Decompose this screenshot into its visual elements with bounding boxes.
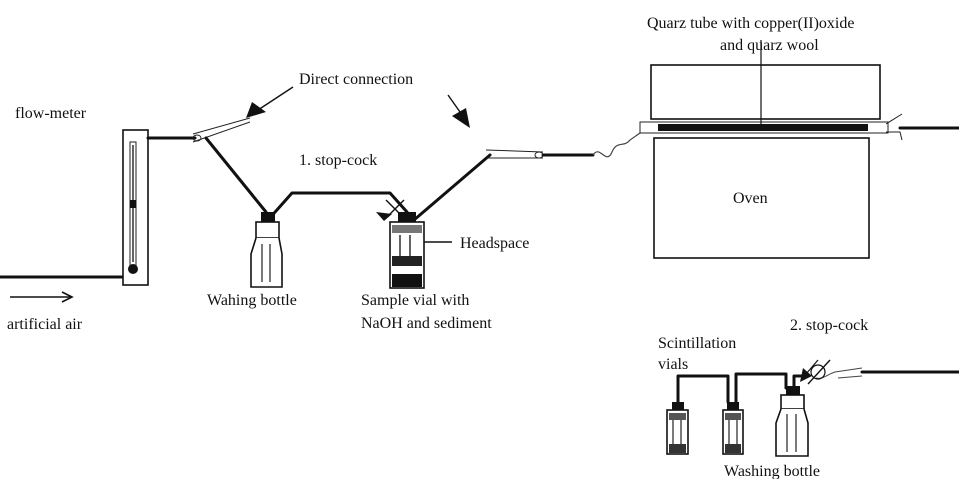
direct-connection-left xyxy=(192,117,251,143)
scintillation-vial-2 xyxy=(722,402,744,455)
oven-label: Oven xyxy=(733,190,768,207)
washing-bottle-2-label: Washing bottle xyxy=(724,463,820,479)
flow-meter-label: flow-meter xyxy=(15,105,87,122)
direct-connection-label: Direct connection xyxy=(299,71,413,88)
tube-vial-2-to-vial-1 xyxy=(676,374,730,404)
quarz-tube-label-line1: Quarz tube with copper(II)oxide xyxy=(647,15,854,32)
oven-outlet-connector xyxy=(885,113,903,141)
stop-cock-2-symbol xyxy=(807,359,831,385)
oven-top-block xyxy=(650,64,881,120)
sample-vial xyxy=(389,212,425,289)
stop-cock-2-label: 2. stop-cock xyxy=(790,317,868,334)
direct-connection-right xyxy=(485,149,544,159)
direct-connection-arrow-left xyxy=(246,86,294,118)
tube-washing-to-sample xyxy=(266,191,409,222)
tube-sample-to-connection xyxy=(412,153,492,222)
tube-bottle-to-vial-2 xyxy=(734,372,788,404)
quarz-tube xyxy=(639,121,889,134)
washing-bottle-2 xyxy=(775,386,809,457)
stop-cock-1-arrow xyxy=(376,212,392,221)
air-flow-arrow xyxy=(10,291,74,303)
tube-to-washing-bottle xyxy=(204,136,268,224)
oven-bottom-block xyxy=(653,137,870,259)
stop-cock-2-connector xyxy=(815,367,863,379)
scintillation-vials-label-line2: vials xyxy=(658,356,688,373)
sample-vial-label-line1: Sample vial with xyxy=(361,292,469,309)
stop-cock-1-label: 1. stop-cock xyxy=(299,152,377,169)
direct-connection-arrow-right xyxy=(447,94,470,128)
washing-bottle-1-label: Wahing bottle xyxy=(207,292,297,309)
sample-vial-label-line2: NaOH and sediment xyxy=(361,315,492,332)
quarz-tube-label-line2: and quarz wool xyxy=(720,37,819,54)
tube-stopcock2-to-bottle xyxy=(792,374,810,388)
headspace-label: Headspace xyxy=(460,235,529,252)
washing-bottle-1 xyxy=(250,212,283,288)
artificial-air-label: artificial air xyxy=(7,316,83,333)
scintillation-vial-1 xyxy=(666,402,689,455)
scintillation-vials-label-line1: Scintillation xyxy=(658,335,736,352)
tube-coil xyxy=(592,125,651,158)
flow-meter xyxy=(122,129,149,286)
